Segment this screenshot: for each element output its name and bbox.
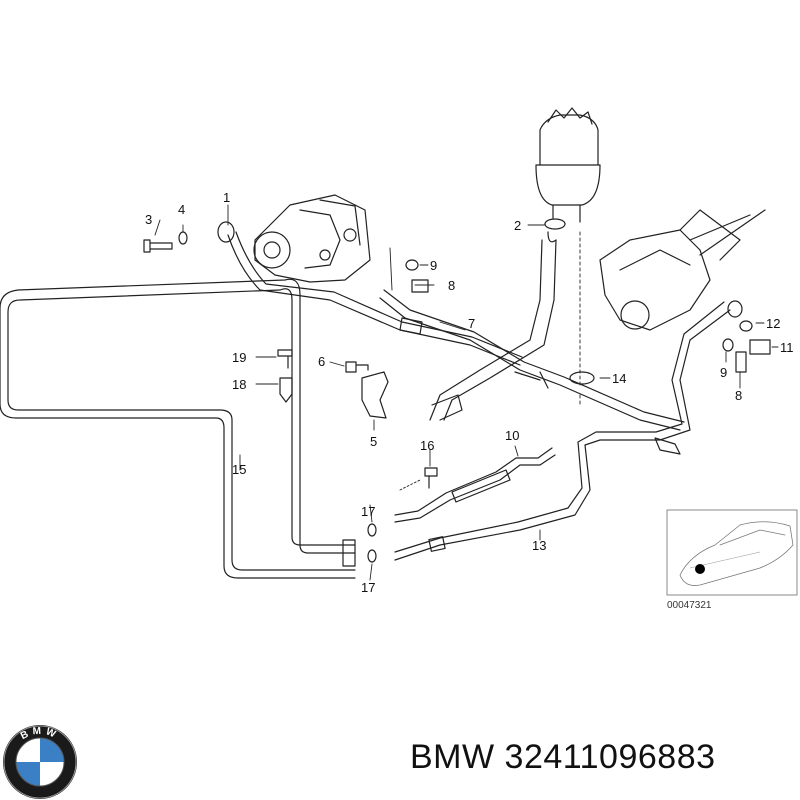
fluid-reservoir [535,107,601,223]
callout-5: 5 [370,434,377,449]
callout-6: 6 [318,354,325,369]
clamp-2 [544,218,566,230]
callout-1: 1 [223,190,230,205]
callout-11: 11 [780,340,794,355]
callout-2: 2 [514,218,521,233]
callout-15: 15 [232,462,246,477]
bracket-5 [361,371,389,419]
bolt-6 [345,361,369,373]
inset-frame [666,509,798,596]
callout-labels: 1 2 3 4 5 6 7 8 9 10 11 12 13 14 15 16 1… [145,190,794,595]
inset-code: 00047321 [667,600,712,611]
callout-7: 7 [468,316,475,331]
part-number-label: BMW 32411096883 [410,738,716,776]
seal-17 [367,523,377,563]
clip-18 [279,377,293,403]
clamp-14 [569,371,595,385]
callout-10: 10 [505,428,519,443]
washer-12 [739,320,753,332]
bolt-8b [735,351,747,373]
bolt-19 [277,349,293,369]
callout-18: 18 [232,377,246,392]
washer-9b [722,338,734,352]
callout-4: 4 [178,202,185,217]
bolt-16 [424,467,438,489]
washer-4 [178,231,188,245]
line-7 [379,289,685,455]
bolt-11 [749,339,771,355]
callout-12: 12 [766,316,780,331]
inset-car-outline [679,521,794,586]
callout-8b: 8 [735,388,742,403]
callout-14: 14 [612,371,626,386]
callout-17b: 17 [361,580,375,595]
callout-16: 16 [420,438,434,453]
callout-8a: 8 [448,278,455,293]
logo-blue-quadrant [40,738,64,762]
power-steering-pump [253,194,371,283]
washer-9 [405,259,419,271]
steering-gear [599,209,766,331]
callout-19: 19 [232,350,246,365]
line-10 [394,447,556,523]
callout-9b: 9 [720,365,727,380]
leader-lines [154,204,779,581]
callout-3: 3 [145,212,152,227]
bmw-logo: BMW [3,725,77,799]
line-13 [394,300,743,561]
pressure-hose-1 [217,221,523,366]
bolt-3 [143,239,173,253]
callout-9a: 9 [430,258,437,273]
callout-17a: 17 [361,504,375,519]
cooler-line-15 [0,278,356,579]
bolt-8 [411,279,429,293]
callout-13: 13 [532,538,546,553]
inset-location-dot [695,564,705,574]
return-hose [429,231,557,421]
logo-blue-quadrant-lower [16,762,40,786]
